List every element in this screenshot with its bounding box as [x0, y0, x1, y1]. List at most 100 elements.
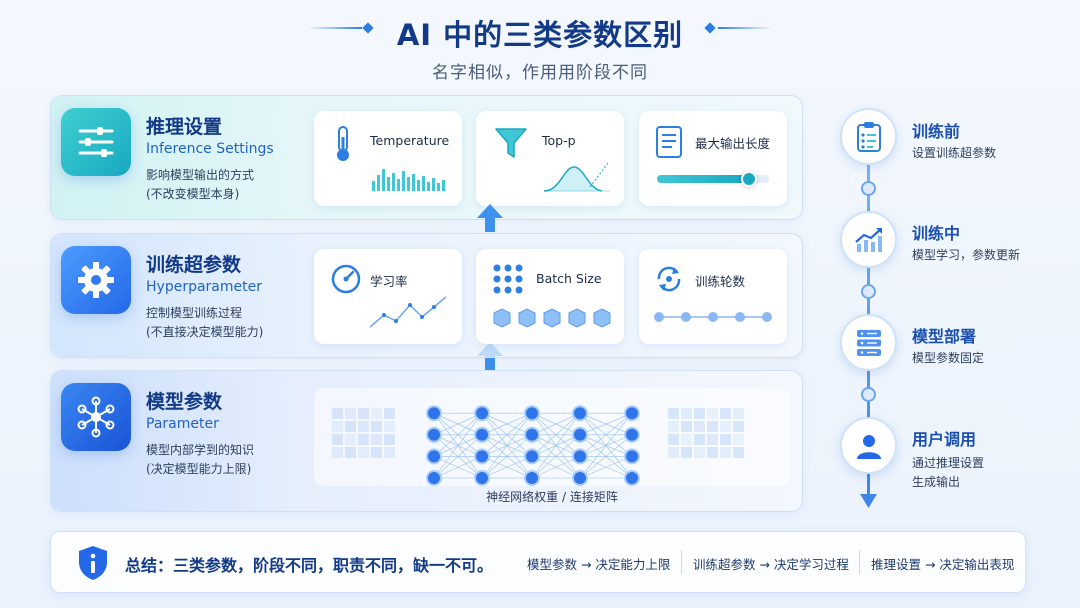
network-node [474, 470, 490, 486]
timeline-dot [861, 181, 876, 196]
top-p-label: Top-p [542, 133, 576, 148]
parameter-english: Parameter [146, 416, 219, 432]
hyperparameter-title: 训练超参数 [146, 254, 242, 276]
top-p-card: Top-p [476, 111, 624, 206]
network-node [624, 426, 640, 443]
timeline-step-desc: 模型参数固定 [912, 351, 985, 365]
network-node [524, 426, 540, 443]
timeline-step-title: 模型部署 [912, 327, 977, 346]
timeline-step-deployment [840, 314, 897, 371]
network-node [426, 405, 442, 422]
network-node [572, 470, 588, 486]
server-stack-icon [856, 329, 881, 356]
network-connection [433, 412, 483, 436]
inference-settings-summary: 推理设置 Inference Settings 影响模型输出的方式 (不改变模型… [51, 96, 298, 219]
neural-network-visual [314, 388, 790, 486]
hyperparameter-desc-line2: (不直接决定模型能力) [146, 325, 264, 339]
slider-fill [657, 175, 749, 183]
network-connection [579, 434, 633, 479]
hyperparameter-panel: 训练超参数 Hyperparameter 控制模型训练过程 (不直接决定模型能力… [50, 233, 803, 358]
network-connection [433, 413, 483, 479]
epoch-steps-graphic [654, 312, 772, 322]
temperature-card: Temperature [314, 111, 462, 206]
summary-item: 训练超参数 → 决定学习过程 [693, 557, 849, 572]
funnel-icon [495, 128, 527, 158]
learning-rate-card: 学习率 [314, 249, 462, 344]
network-connection [433, 434, 483, 479]
summary-bar: 总结：三类参数，阶段不同，职责不同，缺一不可。 模型参数 → 决定能力上限 训练… [50, 531, 1026, 593]
clipboard-checklist-icon [856, 121, 881, 152]
network-node [572, 448, 588, 465]
parameter-panel: 模型参数 Parameter 模型内部学到的知识 (决定模型能力上限) 神经 [50, 370, 803, 512]
max-output-length-slider[interactable] [657, 171, 769, 187]
parameter-summary: 模型参数 Parameter 模型内部学到的知识 (决定模型能力上限) [51, 371, 298, 511]
parameter-description: 模型内部学到的知识 (决定模型能力上限) [146, 441, 254, 479]
gear-icon [61, 246, 131, 314]
neural-network-graphic [332, 405, 744, 486]
network-connection [531, 413, 581, 479]
temperature-bars-graphic [372, 169, 445, 191]
network-connection [531, 412, 581, 457]
network-connections [433, 412, 633, 479]
gauge-icon [331, 264, 361, 294]
network-connection [579, 413, 633, 479]
network-connection [433, 456, 483, 479]
timeline-step-title: 用户调用 [912, 430, 977, 449]
network-node [624, 470, 640, 486]
sliders-icon [61, 108, 131, 176]
network-node [572, 405, 588, 422]
temperature-label: Temperature [370, 133, 450, 148]
learning-rate-line-graphic [369, 296, 447, 328]
network-node [624, 405, 640, 422]
arrow-up-icon [477, 204, 503, 232]
training-epochs-label: 训练轮数 [695, 274, 746, 289]
network-connection [481, 434, 533, 479]
network-node [524, 448, 540, 465]
network-node [426, 426, 442, 443]
page-subtitle: 名字相似，作用用阶段不同 [432, 63, 648, 83]
timeline-dot [861, 284, 876, 299]
network-node [524, 470, 540, 486]
info-shield-icon [79, 546, 107, 580]
timeline-step-during-training [840, 211, 897, 268]
user-icon [856, 434, 881, 459]
timeline-step-desc: 设置训练超参数 [912, 146, 997, 160]
summary-item: 推理设置 → 决定输出表现 [871, 557, 1015, 572]
network-node [474, 448, 490, 465]
network-connection [481, 456, 533, 479]
weight-matrix-left [332, 408, 395, 458]
network-node [426, 470, 442, 486]
parameter-desc-line1: 模型内部学到的知识 [146, 443, 255, 457]
hyperparameter-english: Hyperparameter [146, 279, 262, 295]
batch-cubes-graphic [493, 308, 611, 328]
timeline-step-title: 训练前 [912, 122, 961, 141]
timeline-step-desc: 模型学习，参数更新 [912, 248, 1021, 262]
network-connection [531, 412, 581, 436]
title-decoration-right [718, 27, 772, 29]
summary-item: 模型参数 → 决定能力上限 [527, 557, 671, 572]
slider-handle[interactable] [741, 171, 757, 187]
network-connection [579, 412, 633, 457]
batch-size-card: Batch Size [476, 249, 624, 344]
inference-settings-description: 影响模型输出的方式 (不改变模型本身) [146, 166, 254, 204]
network-connection [481, 413, 533, 479]
summary-text: 总结：三类参数，阶段不同，职责不同，缺一不可。 [125, 556, 494, 575]
title-decoration-left [308, 27, 362, 29]
inference-settings-desc-line1: 影响模型输出的方式 [146, 168, 255, 182]
timeline-step-desc: 通过推理设置 生成输出 [912, 454, 984, 492]
timeline-step-title: 训练中 [912, 224, 961, 243]
network-connection [531, 434, 581, 479]
network-node [624, 448, 640, 465]
refresh-cycle-icon [657, 266, 681, 292]
inference-settings-title: 推理设置 [146, 116, 223, 138]
distribution-curve-graphic [543, 162, 610, 192]
summary-divider [681, 550, 682, 574]
network-connection [579, 456, 633, 479]
network-connection [481, 412, 533, 436]
learning-rate-label: 学习率 [370, 274, 408, 289]
summary-divider [859, 550, 860, 574]
network-connection [433, 412, 483, 457]
inference-settings-desc-line2: (不改变模型本身) [146, 187, 240, 201]
timeline-step-desc-line1: 通过推理设置 [912, 456, 985, 470]
inference-settings-panel: 推理设置 Inference Settings 影响模型输出的方式 (不改变模型… [50, 95, 803, 220]
